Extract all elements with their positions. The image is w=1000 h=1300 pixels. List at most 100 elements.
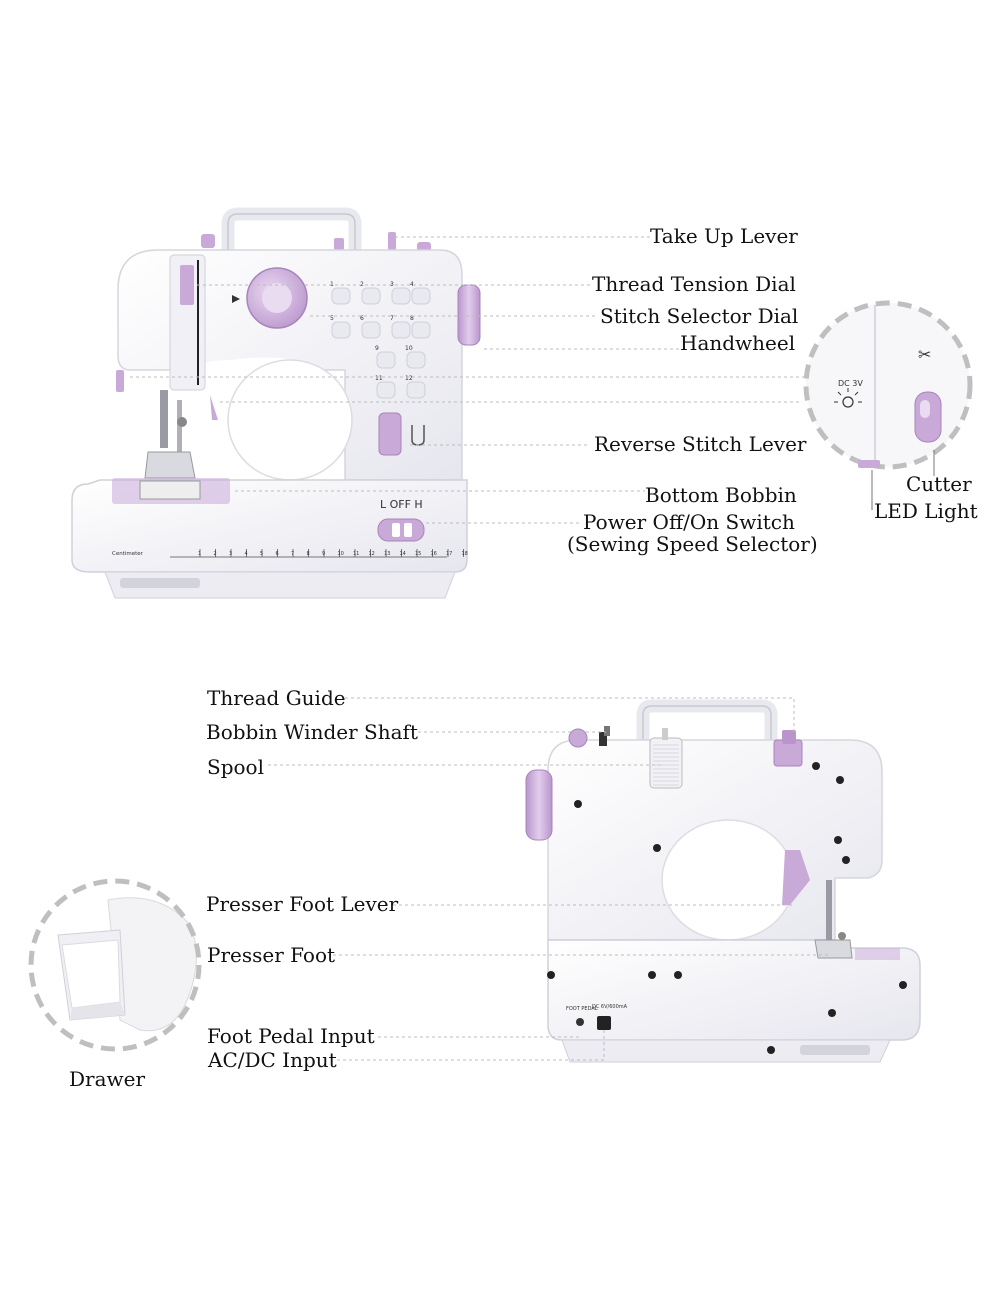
- screw-hole: [836, 776, 844, 784]
- label-thread-guide: Thread Guide: [207, 686, 346, 710]
- rear-needle-bar: [826, 880, 832, 945]
- bobbin-winder-shaft: [568, 728, 588, 748]
- label-foot-pedal-input: Foot Pedal Input: [207, 1024, 375, 1048]
- top-knob-middle: [334, 238, 344, 250]
- bobbin-winder-post: [604, 726, 610, 736]
- presser-foot: [144, 451, 196, 479]
- label-cutter: Cutter: [906, 472, 972, 496]
- label-power-switch: Power Off/On Switch: [583, 510, 795, 534]
- rear-presser-lever: [782, 850, 810, 905]
- label-spool: Spool: [207, 755, 264, 779]
- dc-label: DC 3V: [838, 379, 863, 388]
- carry-handle-outline: [227, 213, 356, 252]
- stitch-number: 9: [375, 345, 379, 352]
- reverse-stitch-lever: [378, 412, 402, 456]
- dc-port-label: DC 6V/600mA: [592, 1004, 628, 1010]
- label-bottom-bobbin: Bottom Bobbin: [645, 483, 797, 507]
- drawer-front: [70, 1002, 125, 1020]
- stitch-button: [406, 351, 426, 369]
- screw-hole: [674, 971, 682, 979]
- screw-hole: [834, 836, 842, 844]
- stitch-button: [376, 351, 396, 369]
- rear-bed: [547, 939, 921, 1041]
- base-slot: [120, 578, 200, 588]
- rear-presser-foot: [814, 939, 853, 959]
- stitch-button: [411, 287, 431, 305]
- label-take-up-lever: Take Up Lever: [650, 224, 798, 248]
- top-knob-left: [201, 234, 215, 248]
- rear-carry-handle-outline: [642, 705, 772, 740]
- ruler-number: 15: [415, 551, 421, 557]
- ruler-number: 8: [307, 551, 310, 557]
- dc-power-jack: [597, 1016, 611, 1030]
- ruler-number: 4: [245, 551, 248, 557]
- scissors-icon: ✂: [918, 345, 931, 364]
- ruler-number: 11: [353, 551, 359, 557]
- ruler-number: 12: [369, 551, 375, 557]
- screw-hole: [653, 844, 661, 852]
- stitch-selector-dial-center: [262, 283, 292, 313]
- spool-thread: [653, 744, 679, 786]
- screw-hole: [574, 800, 582, 808]
- bulb-icon: [834, 388, 862, 408]
- needle-bar: [160, 390, 168, 448]
- ruler-number: 10: [338, 551, 344, 557]
- rear-plate-trim: [855, 948, 900, 960]
- stitch-number: 7: [390, 315, 394, 322]
- stitch-button: [391, 287, 411, 305]
- rear-needle-screw: [838, 932, 846, 940]
- ruler-number: 1: [198, 551, 201, 557]
- screw-hole: [842, 856, 850, 864]
- label-presser-foot: Presser Foot: [207, 943, 336, 967]
- ruler-label: Centimeter: [112, 551, 144, 557]
- stitch-number: 6: [360, 315, 364, 322]
- needle-screw: [177, 417, 187, 427]
- switch-position-text: L OFF H: [380, 498, 423, 511]
- rear-leader-lines: [268, 697, 830, 1061]
- drawer-cover: [107, 897, 197, 1032]
- presser-bar: [177, 400, 182, 455]
- screw-hole: [812, 762, 820, 770]
- label-led-light: LED Light: [874, 499, 978, 523]
- front-leader-lines: [130, 236, 805, 524]
- ruler-number: 18: [462, 551, 468, 557]
- foot-pedal-port-label: FOOT PEDAL: [566, 1006, 598, 1012]
- dial-pointer-icon: [232, 295, 240, 303]
- stitch-number: 5: [330, 315, 334, 322]
- label-handwheel: Handwheel: [680, 331, 796, 355]
- ruler-number: 3: [229, 551, 232, 557]
- rear-throat: [661, 819, 795, 941]
- bobbin-winder-stop: [599, 732, 607, 746]
- stitch-number: 4: [410, 281, 414, 288]
- stitch-button: [331, 321, 351, 339]
- drawer-tray-inner: [61, 939, 121, 1009]
- spool-pin: [662, 728, 668, 740]
- label-drawer: Drawer: [69, 1067, 146, 1091]
- rear-screws: [547, 762, 907, 1054]
- needle-head: [169, 254, 206, 391]
- stitch-number: 10: [405, 345, 413, 352]
- thread-guide-top: [782, 730, 796, 744]
- cutter-lever-highlight: [920, 400, 930, 418]
- needle-plate: [139, 480, 201, 500]
- screw-hole: [828, 1009, 836, 1017]
- label-ac-dc-input: AC/DC Input: [208, 1048, 337, 1072]
- screw-hole: [648, 971, 656, 979]
- side-light-tab: [116, 370, 124, 392]
- stitch-button: [376, 381, 396, 399]
- led-light-tab: [858, 460, 880, 468]
- stitch-number: 8: [410, 315, 414, 322]
- label-reverse-stitch-lever: Reverse Stitch Lever: [594, 432, 807, 456]
- ruler-number: 17: [446, 551, 452, 557]
- screw-hole: [547, 971, 555, 979]
- drawer-inset: [28, 878, 202, 1052]
- ruler-number: 7: [291, 551, 294, 557]
- ruler-number: 2: [214, 551, 217, 557]
- rear-handwheel: [525, 769, 553, 841]
- handwheel: [457, 284, 481, 346]
- ruler-number: 14: [400, 551, 406, 557]
- label-presser-foot-lever: Presser Foot Lever: [206, 892, 399, 916]
